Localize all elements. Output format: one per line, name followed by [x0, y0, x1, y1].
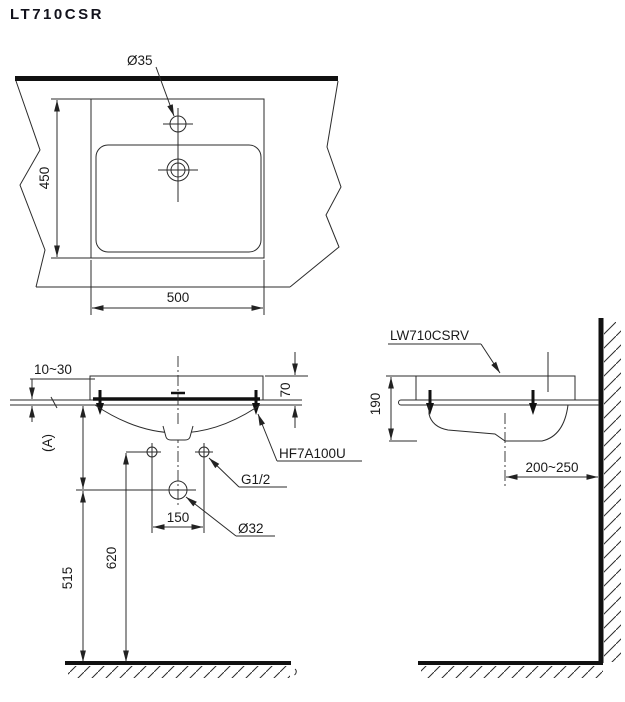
bracket-leader [257, 413, 278, 462]
counter-break-right [289, 80, 342, 288]
faucet-hole-dia-label: Ø35 [127, 53, 153, 68]
drain-dia-leader [185, 496, 237, 537]
top-view: Ø35 450 500 [15, 53, 342, 315]
dim-10-30-text: 10~30 [34, 362, 72, 377]
top-view-wall-edge [15, 76, 338, 81]
counter-break-left [15, 80, 46, 288]
supply-thread-leader [208, 457, 240, 488]
dim-200-250-text: 200~250 [526, 460, 579, 475]
mounting-clip-right [252, 390, 260, 415]
basin-deck-outline [89, 375, 264, 400]
product-code-title: LT710CSR [10, 6, 104, 23]
floor-hatch-front [68, 666, 290, 678]
drain-boss [162, 425, 194, 441]
dim-150-text: 150 [167, 510, 190, 525]
drain-boss-fill [163, 426, 193, 440]
supply-thread-label: G1/2 [241, 472, 270, 487]
drain-dia-label: Ø32 [238, 521, 264, 536]
floor-hatch-side [421, 666, 603, 678]
dim-70-text: 70 [278, 382, 293, 397]
mounting-clip-left [96, 390, 104, 415]
dim-a-text: (A) [40, 434, 55, 452]
dim-515-text: 515 [60, 567, 75, 590]
dim-450-text: 450 [37, 167, 52, 190]
counter-rounded-end [398, 399, 402, 406]
basin-outer-rim [90, 98, 265, 259]
dim-190-text: 190 [368, 393, 383, 416]
fixing-bracket-label: HF7A100U [279, 446, 346, 461]
dim-620-text: 620 [104, 547, 119, 570]
side-view: LW710CSRV 190 200~250 [368, 318, 621, 678]
dim-500-text: 500 [167, 290, 190, 305]
basin-model-label: LW710CSRV [390, 328, 469, 343]
front-view: 10~30 70 (A) 515 620 150 HF7A100U [10, 352, 362, 678]
wall-hatch [604, 322, 621, 662]
bowl-profile-side [428, 404, 569, 442]
floor-hatch-comma [294, 668, 297, 676]
basin-model-leader [480, 343, 501, 374]
mounting-clip-side-left [426, 390, 434, 415]
faucet-hole-leader [155, 66, 175, 117]
counter-break-tick [50, 396, 58, 409]
basin-deck-side [415, 375, 576, 400]
supply-hole-right [195, 443, 213, 461]
mounting-clip-side-right [529, 390, 537, 415]
